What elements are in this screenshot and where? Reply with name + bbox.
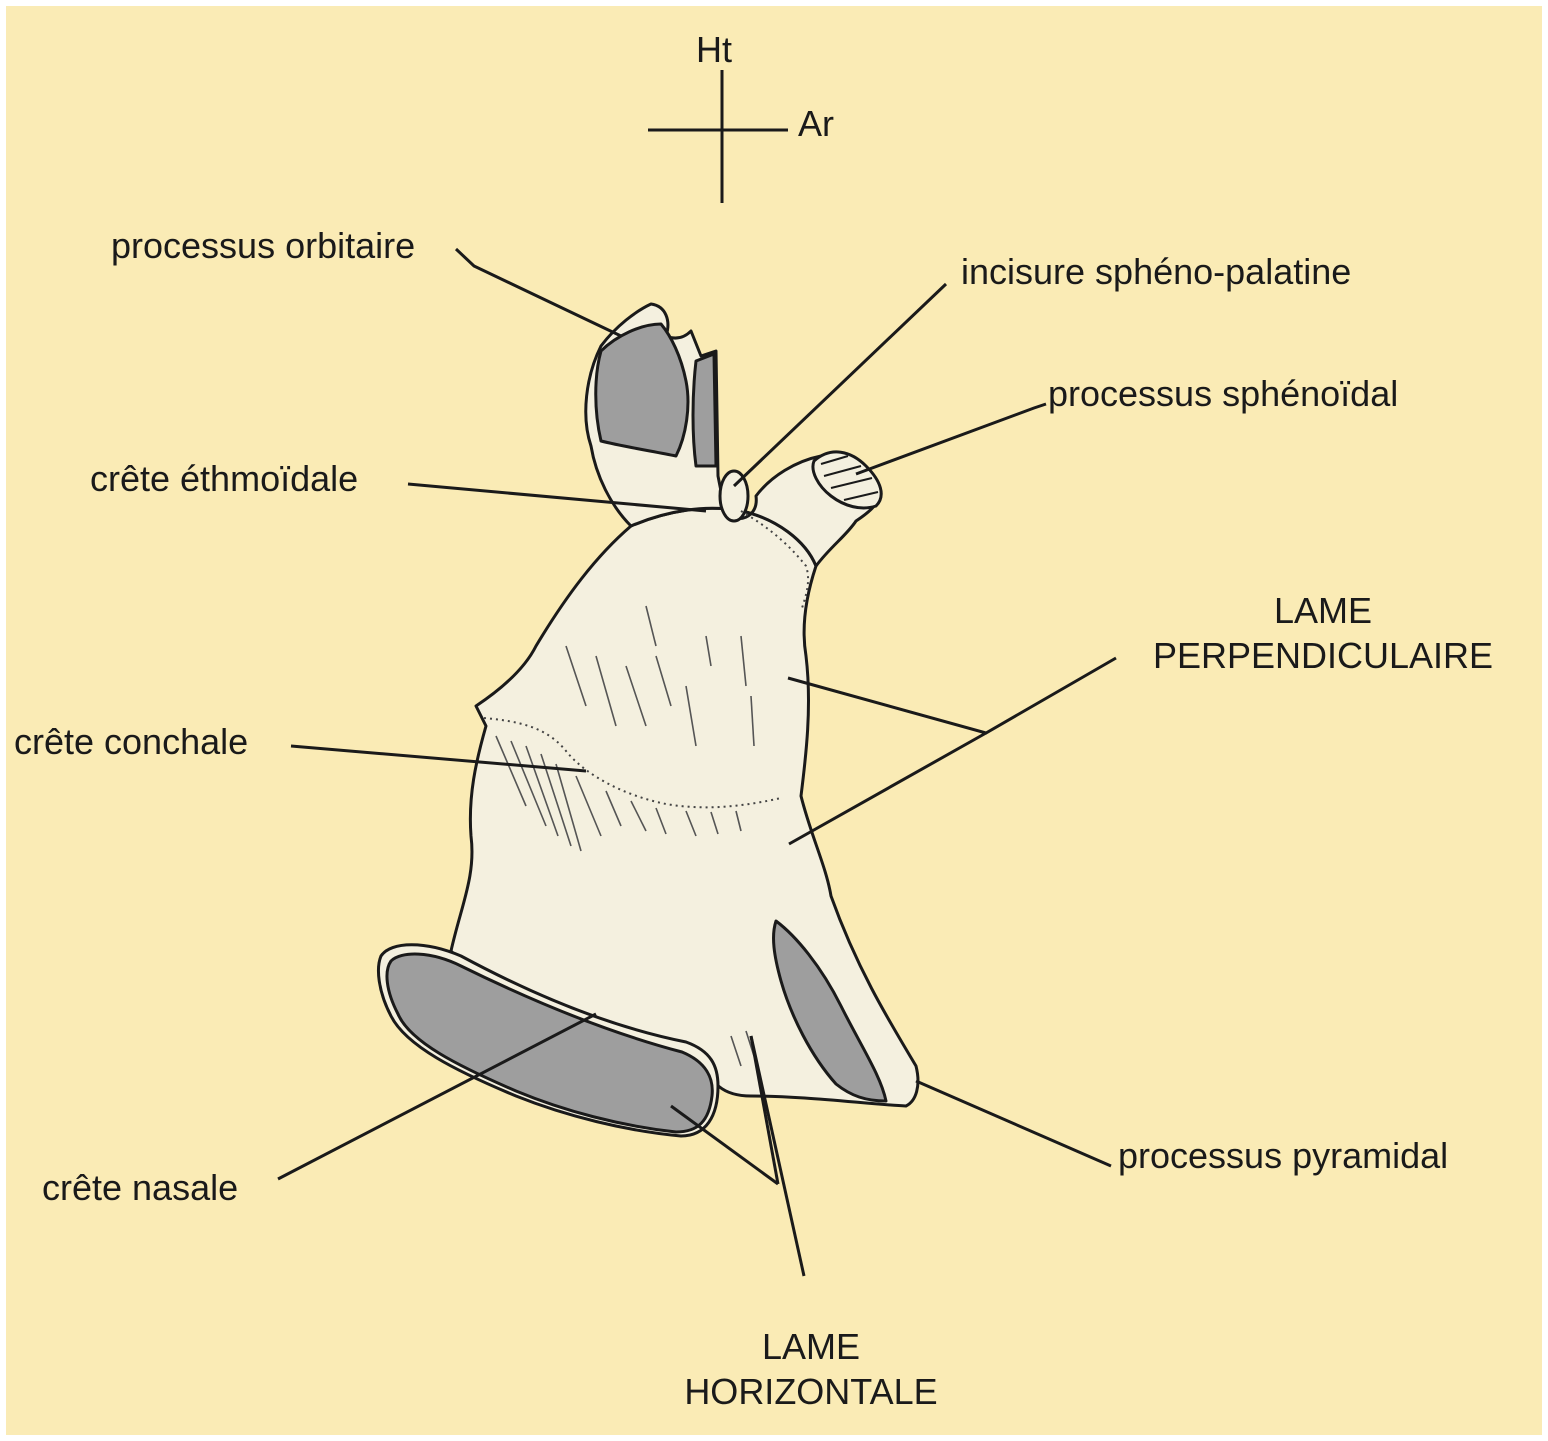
label-lame-horizontale-line2: HORIZONTALE [646,1369,976,1414]
label-processus-orbitaire: processus orbitaire [111,228,415,264]
label-lame-horizontale: LAME HORIZONTALE [646,1324,976,1414]
label-incisure-spheno-palatine: incisure sphéno-palatine [961,254,1351,290]
diagram-figure: Ht Ar processus orbitaire incisure sphén… [6,6,1542,1435]
label-crete-conchale: crête conchale [14,724,248,760]
label-processus-pyramidal: processus pyramidal [1118,1138,1448,1174]
orbital-surface-left [596,324,688,456]
label-lame-perpendiculaire-line1: LAME [1128,588,1518,633]
label-processus-sphenoidal: processus sphénoïdal [1048,376,1398,412]
orbital-surface-right [693,354,716,466]
label-lame-horizontale-line1: LAME [646,1324,976,1369]
label-crete-ethmoidale: crête éthmoïdale [90,461,358,497]
orientation-back-label: Ar [798,106,834,142]
orientation-up-label: Ht [696,32,732,68]
label-lame-perpendiculaire-line2: PERPENDICULAIRE [1128,633,1518,678]
label-crete-nasale: crête nasale [42,1170,238,1206]
label-lame-perpendiculaire: LAME PERPENDICULAIRE [1128,588,1518,678]
